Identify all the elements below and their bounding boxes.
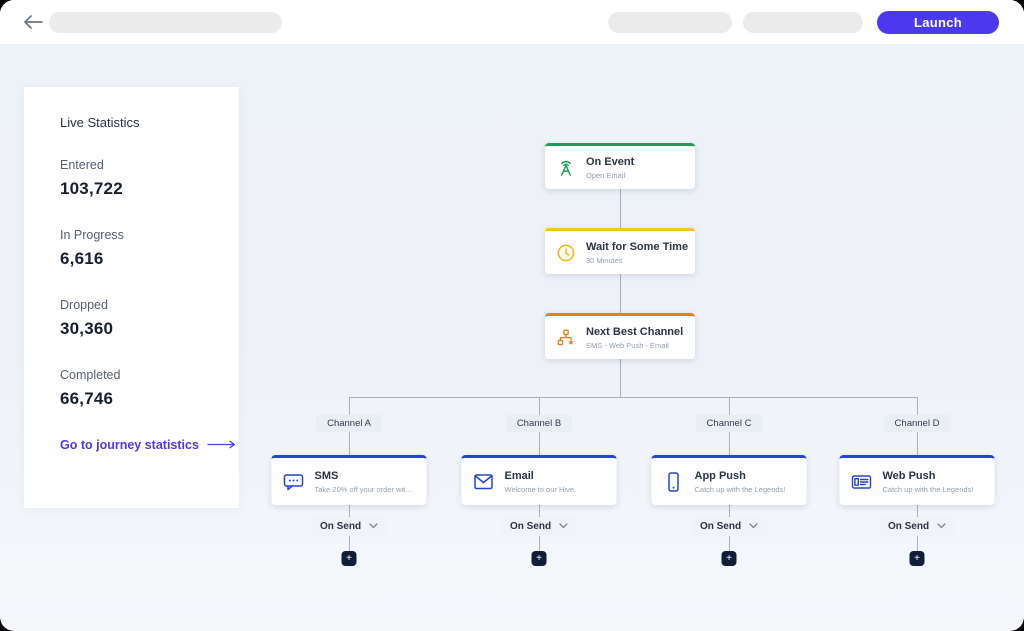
clock-icon xyxy=(555,242,577,264)
skeleton-placeholder xyxy=(608,12,732,33)
connector-line xyxy=(349,505,350,517)
stat-label: Entered xyxy=(60,158,104,172)
live-statistics-panel: Live Statistics Entered 103,722 In Progr… xyxy=(24,87,239,508)
chevron-down-icon xyxy=(559,521,568,532)
stat-value: 66,746 xyxy=(60,389,114,408)
node-wait-for-some-time[interactable]: Wait for Some Time 30 Minutes xyxy=(545,228,695,274)
connector-line xyxy=(539,432,540,455)
chevron-down-icon xyxy=(749,521,758,532)
launch-button[interactable]: Launch xyxy=(877,11,999,34)
web-push-icon xyxy=(850,470,874,494)
connector-line xyxy=(349,536,350,551)
node-title: On Event xyxy=(586,155,635,168)
on-send-label: On Send xyxy=(509,521,552,532)
connector-line xyxy=(620,359,621,397)
long-arrow-right-icon xyxy=(207,438,237,452)
sms-icon xyxy=(282,470,306,494)
stat-label: In Progress xyxy=(60,228,124,242)
channel-label: Channel A xyxy=(316,415,382,432)
stat-completed: Completed 66,746 xyxy=(60,368,221,409)
node-title: SMS xyxy=(314,469,339,482)
on-send-dropdown[interactable]: On Send xyxy=(878,517,956,536)
connector-line xyxy=(539,505,540,517)
add-node-button[interactable]: + xyxy=(909,551,925,566)
channel-label: Channel B xyxy=(505,415,573,432)
node-title: Next Best Channel xyxy=(586,325,684,338)
connector-line xyxy=(917,505,918,517)
connector-line xyxy=(729,432,730,455)
node-title: Wait for Some Time xyxy=(586,240,689,253)
on-send-label: On Send xyxy=(887,521,930,532)
connector-line xyxy=(729,536,730,551)
on-send-label: On Send xyxy=(699,521,742,532)
stat-value: 103,722 xyxy=(60,179,123,198)
app-push-icon xyxy=(662,470,686,494)
add-node-button[interactable]: + xyxy=(531,551,547,566)
stat-label: Completed xyxy=(60,368,121,382)
node-next-best-channel[interactable]: Next Best Channel SMS - Web Push - Email xyxy=(545,313,695,359)
node-title: Web Push xyxy=(882,469,936,482)
chevron-down-icon xyxy=(369,521,378,532)
on-send-dropdown[interactable]: On Send xyxy=(690,517,768,536)
branch-channel-c: Channel C App Push Catch up with the Leg… xyxy=(651,0,807,631)
branch-channel-a: Channel A SMS Take 20% off your order wi… xyxy=(271,0,427,631)
add-node-button[interactable]: + xyxy=(721,551,737,566)
node-subtitle: Welcome to our Hive. xyxy=(504,484,577,494)
connector-line xyxy=(539,397,540,415)
channel-label: Channel D xyxy=(883,415,951,432)
connector-line xyxy=(539,536,540,551)
node-subtitle: Take 20% off your order with code ... xyxy=(314,484,417,494)
add-node-button[interactable]: + xyxy=(341,551,357,566)
stat-entered: Entered 103,722 xyxy=(60,158,221,199)
hierarchy-icon xyxy=(555,327,577,349)
node-email[interactable]: Email Welcome to our Hive. xyxy=(461,455,617,505)
journey-name-skeleton[interactable] xyxy=(49,12,282,33)
topbar: Launch xyxy=(0,0,1024,44)
email-icon xyxy=(472,470,496,494)
node-on-event[interactable]: On Event Open Email xyxy=(545,143,695,189)
branch-channel-d: Channel D Web Push Catch up with the Leg… xyxy=(839,0,995,631)
connector-line xyxy=(729,397,730,415)
stat-label: Dropped xyxy=(60,298,108,312)
antenna-icon xyxy=(555,157,577,179)
node-title: App Push xyxy=(694,469,746,482)
back-arrow-icon[interactable] xyxy=(23,15,43,29)
journey-statistics-link[interactable]: Go to journey statistics xyxy=(60,438,235,452)
connector-line xyxy=(349,397,350,415)
on-send-label: On Send xyxy=(319,521,362,532)
connector-line xyxy=(917,397,918,415)
on-send-dropdown[interactable]: On Send xyxy=(500,517,578,536)
chevron-down-icon xyxy=(937,521,946,532)
connector-line xyxy=(917,432,918,455)
branch-channel-b: Channel B Email Welcome to our Hive. On … xyxy=(461,0,617,631)
on-send-dropdown[interactable]: On Send xyxy=(310,517,388,536)
node-app-push[interactable]: App Push Catch up with the Legends! xyxy=(651,455,807,505)
connector-line xyxy=(620,189,621,228)
node-sms[interactable]: SMS Take 20% off your order with code ..… xyxy=(271,455,427,505)
stats-title: Live Statistics xyxy=(60,115,140,130)
stat-in-progress: In Progress 6,616 xyxy=(60,228,221,269)
node-subtitle: Catch up with the Legends! xyxy=(694,484,786,494)
node-subtitle: Catch up with the Legends! xyxy=(882,484,974,494)
connector-line xyxy=(620,272,621,313)
stat-dropped: Dropped 30,360 xyxy=(60,298,221,339)
journey-statistics-link-label: Go to journey statistics xyxy=(60,438,199,452)
stat-value: 30,360 xyxy=(60,319,114,338)
node-web-push[interactable]: Web Push Catch up with the Legends! xyxy=(839,455,995,505)
channel-label: Channel C xyxy=(695,415,763,432)
connector-line xyxy=(917,536,918,551)
connector-line xyxy=(349,432,350,455)
stat-value: 6,616 xyxy=(60,249,104,268)
connector-line xyxy=(729,505,730,517)
node-title: Email xyxy=(504,469,534,482)
connector-line xyxy=(349,397,917,398)
skeleton-placeholder xyxy=(743,12,863,33)
